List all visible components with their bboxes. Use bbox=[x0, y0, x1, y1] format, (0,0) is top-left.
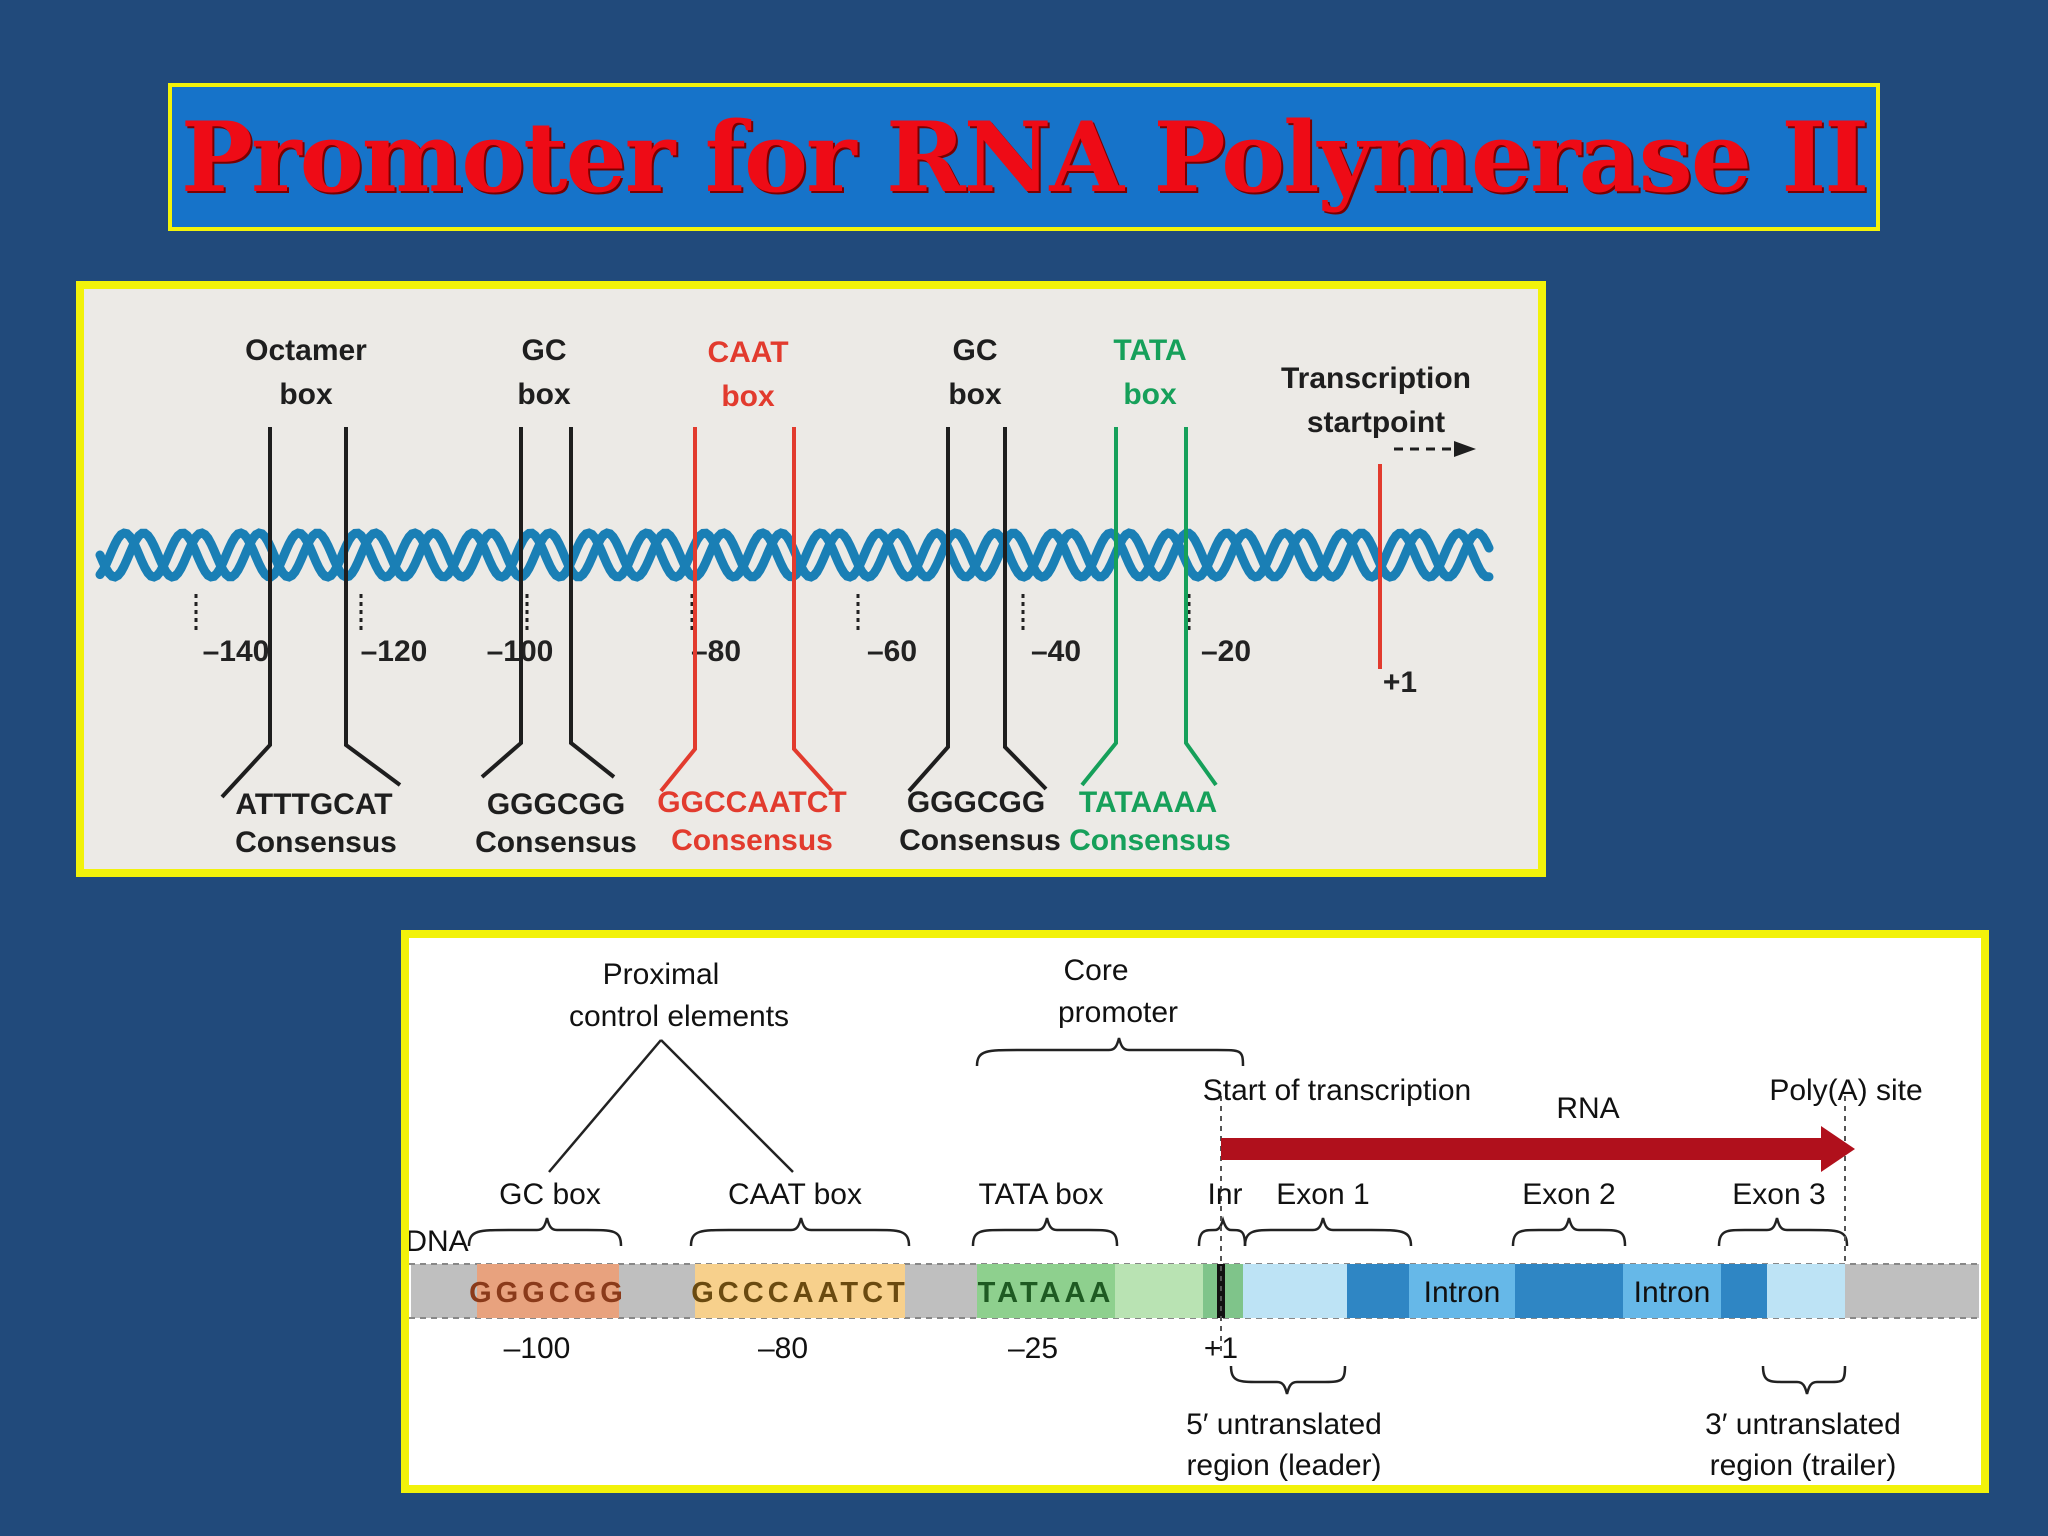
caat-box-label: CAAT bbox=[707, 336, 788, 369]
gene-structure-diagram: GGGCGG GCCCAATCT TATAAA Intron Intron bbox=[409, 954, 1981, 1482]
position-label: +1 bbox=[1204, 1332, 1238, 1365]
exon-3-label: Exon 3 bbox=[1732, 1178, 1825, 1211]
position-label: –120 bbox=[361, 635, 428, 668]
position-label: –60 bbox=[867, 635, 917, 668]
helix-promoter-diagram: –140 –120 –100 –80 –60 –40 –20 +1 Octame… bbox=[95, 334, 1494, 859]
gc-box-2-label: GC bbox=[953, 334, 998, 367]
exon-2-label: Exon 2 bbox=[1522, 1178, 1615, 1211]
polya-site-label: Poly(A) site bbox=[1769, 1074, 1922, 1107]
gc-box-2-sequence: GGGCGG bbox=[907, 786, 1045, 819]
gc-sequence: GGGCGG bbox=[469, 1277, 627, 1309]
utr5-segment bbox=[1243, 1264, 1347, 1318]
gc-box-1-label: box bbox=[517, 378, 571, 411]
inr-label: Inr bbox=[1207, 1178, 1242, 1211]
position-label: –80 bbox=[691, 635, 741, 668]
proximal-lines bbox=[548, 1039, 794, 1173]
caat-box-segment bbox=[695, 1264, 905, 1318]
utr5-label: region (leader) bbox=[1186, 1449, 1381, 1482]
gc-box-1-label: GC bbox=[522, 334, 567, 367]
caat-sequence: GGCCAATCT bbox=[657, 786, 846, 819]
position-ticks bbox=[194, 594, 1191, 634]
helix-promoter-panel: –140 –120 –100 –80 –60 –40 –20 +1 Octame… bbox=[76, 281, 1546, 877]
rna-arrow bbox=[1221, 1138, 1825, 1160]
utr3-label: region (trailer) bbox=[1710, 1449, 1897, 1482]
tata-consensus: Consensus bbox=[1069, 824, 1231, 857]
exon-1-label: Exon 1 bbox=[1276, 1178, 1369, 1211]
core-promoter-label: Core bbox=[1063, 954, 1128, 987]
exon-3-segment bbox=[1721, 1264, 1767, 1318]
intron-1-segment bbox=[1409, 1264, 1515, 1318]
intron-1-label: Intron bbox=[1424, 1276, 1501, 1309]
caat-box-marker bbox=[659, 427, 834, 793]
caat-box-label: box bbox=[721, 380, 775, 413]
octamer-box-label: box bbox=[279, 378, 333, 411]
tata-box-segment bbox=[977, 1264, 1115, 1318]
position-label: –80 bbox=[758, 1332, 808, 1365]
gc-box-1-marker bbox=[480, 427, 616, 779]
utr3-label: 3′ untranslated bbox=[1705, 1408, 1901, 1441]
octamer-box-marker bbox=[220, 427, 402, 799]
exon-1-segment bbox=[1347, 1264, 1409, 1318]
octamer-sequence: ATTTGCAT bbox=[235, 788, 392, 821]
tata-sequence: TATAAAA bbox=[1079, 786, 1217, 819]
octamer-box-label: Octamer bbox=[245, 334, 367, 367]
page-title: Promoter for RNA Polymerase II bbox=[180, 100, 1869, 214]
intron-2-label: Intron bbox=[1634, 1276, 1711, 1309]
gc-box-2-label: box bbox=[948, 378, 1002, 411]
rna-label: RNA bbox=[1556, 1092, 1619, 1125]
gc-box-1-consensus: Consensus bbox=[475, 826, 637, 859]
start-of-transcription-label: Start of transcription bbox=[1203, 1074, 1471, 1107]
rna-arrow-head-icon bbox=[1821, 1126, 1855, 1172]
position-label: –20 bbox=[1201, 635, 1251, 668]
proximal-label: Proximal bbox=[603, 958, 720, 991]
dna-label: DNA bbox=[409, 1225, 469, 1258]
position-label: –25 bbox=[1008, 1332, 1058, 1365]
gene-structure-panel: GGGCGG GCCCAATCT TATAAA Intron Intron bbox=[401, 930, 1989, 1493]
tata-box-marker bbox=[1080, 427, 1218, 787]
arrow-head-icon bbox=[1454, 441, 1476, 457]
exon-2-segment bbox=[1515, 1264, 1623, 1318]
gc-box-segment bbox=[477, 1264, 619, 1318]
octamer-consensus: Consensus bbox=[235, 826, 397, 859]
plus-one-label: +1 bbox=[1383, 666, 1417, 699]
utr5-label: 5′ untranslated bbox=[1186, 1408, 1382, 1441]
core-promoter-label: promoter bbox=[1058, 996, 1178, 1029]
gc-box-1-sequence: GGGCGG bbox=[487, 788, 625, 821]
startpoint-label: startpoint bbox=[1307, 406, 1445, 439]
tata-box-label: TATA bbox=[1113, 334, 1186, 367]
tata-box-label: box bbox=[1123, 378, 1177, 411]
tata-sequence: TATAAA bbox=[978, 1277, 1115, 1309]
startpoint-label: Transcription bbox=[1281, 362, 1471, 395]
caat-consensus: Consensus bbox=[671, 824, 833, 857]
tata-box-label: TATA box bbox=[978, 1178, 1103, 1211]
intron-2-segment bbox=[1623, 1264, 1721, 1318]
gc-box-2-marker bbox=[907, 427, 1048, 793]
element-braces bbox=[467, 1037, 1849, 1247]
gc-box-2-consensus: Consensus bbox=[899, 824, 1061, 857]
caat-sequence: GCCCAATCT bbox=[691, 1277, 909, 1309]
utr3-segment bbox=[1767, 1264, 1845, 1318]
utr-braces bbox=[1229, 1365, 1847, 1395]
gc-box-label: GC box bbox=[499, 1178, 601, 1211]
title-banner: Promoter for RNA Polymerase II bbox=[168, 83, 1880, 231]
core-promoter-segment bbox=[1115, 1264, 1203, 1318]
position-label: –100 bbox=[504, 1332, 571, 1365]
position-label: –40 bbox=[1031, 635, 1081, 668]
caat-box-label: CAAT box bbox=[728, 1178, 862, 1211]
position-label: –140 bbox=[203, 635, 270, 668]
proximal-label: control elements bbox=[569, 1000, 789, 1033]
